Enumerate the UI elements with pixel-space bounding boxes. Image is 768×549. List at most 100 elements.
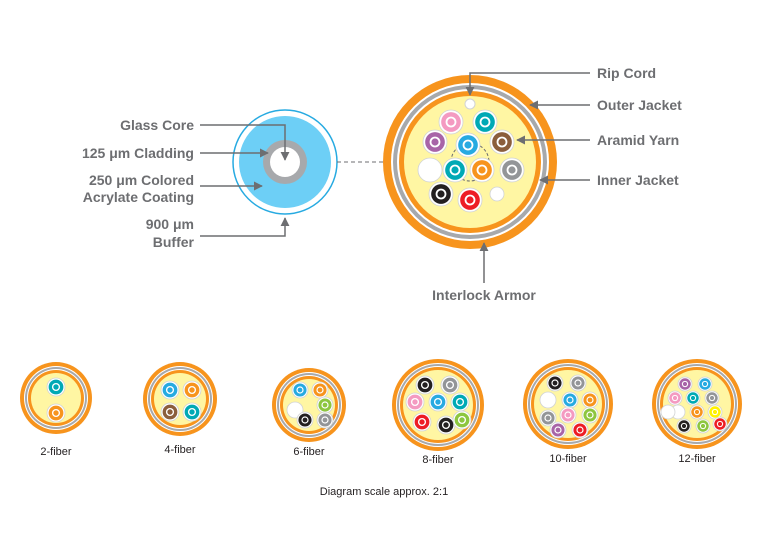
variant-4-fiber-3-core xyxy=(412,399,418,405)
variant-cable-6 xyxy=(652,359,742,449)
main-fiber-1-core xyxy=(447,118,455,126)
label-cladding: 125 μm Cladding xyxy=(82,145,194,161)
variant-label-2-fiber: 2-fiber xyxy=(40,446,72,458)
variant-5-fiber-1-core xyxy=(552,380,558,386)
variant-3-fiber-2 xyxy=(311,381,329,399)
variant-label-12-fiber: 12-fiber xyxy=(678,453,716,465)
variant-3-fiber-6 xyxy=(316,411,334,429)
variant-3-fiber-6-core xyxy=(322,417,328,423)
main-fiber-7 xyxy=(442,157,468,183)
main-fiber-9-core xyxy=(508,166,516,174)
variant-1-fiber-1 xyxy=(46,377,66,397)
variant-6-fiber-12-core xyxy=(665,409,671,415)
variant-6-fiber-6-core xyxy=(675,409,681,415)
variant-5-fiber-5-core xyxy=(587,397,593,403)
variant-4-fiber-8 xyxy=(452,410,472,430)
variant-3-fiber-2-core xyxy=(317,387,323,393)
main-fiber-11-core xyxy=(466,196,474,204)
main-fiber-5 xyxy=(489,129,515,155)
variant-6-fiber-1-core xyxy=(682,381,688,387)
main-fiber-2 xyxy=(472,109,498,135)
variant-6-fiber-5-core xyxy=(709,395,715,401)
main-fiber-4-core xyxy=(464,141,472,149)
variant-6-fiber-2-core xyxy=(702,381,708,387)
variant-5-fiber-4-core xyxy=(567,397,573,403)
main-fiber-12-core xyxy=(494,191,500,197)
label-inner-jacket: Inner Jacket xyxy=(597,172,679,188)
variant-1-fiber-1-core xyxy=(53,384,59,390)
variant-5-fiber-8 xyxy=(581,406,599,424)
leader-glass-core xyxy=(200,124,290,161)
variant-2-fiber-2 xyxy=(182,380,202,400)
variant-5-fiber-4 xyxy=(561,391,579,409)
variant-6-fiber-9 xyxy=(676,418,692,434)
variant-6-fiber-12 xyxy=(660,404,676,420)
variant-2-fiber-4 xyxy=(182,402,202,422)
variant-6-fiber-8 xyxy=(707,404,723,420)
variant-4-fiber-6 xyxy=(412,412,432,432)
variant-5-fiber-10-core xyxy=(577,427,583,433)
variant-3-fiber-4 xyxy=(316,396,334,414)
variant-5-fiber-7-core xyxy=(565,412,571,418)
main-fiber-10 xyxy=(428,181,454,207)
variant-4-fiber-2 xyxy=(440,375,460,395)
variant-6-fiber-7-core xyxy=(694,409,700,415)
variant-5-fiber-5 xyxy=(581,391,599,409)
label-coating-line1: 250 μm Colored xyxy=(89,172,194,188)
variant-3-fiber-4-core xyxy=(322,402,328,408)
variant-5-fiber-2 xyxy=(569,374,587,392)
main-fiber-4 xyxy=(455,132,481,158)
main-fiber-5-core xyxy=(498,138,506,146)
variant-5-fiber-6 xyxy=(539,409,557,427)
variant-5-fiber-3 xyxy=(539,391,557,409)
variant-label-10-fiber: 10-fiber xyxy=(549,453,587,465)
label-aramid-yarn: Aramid Yarn xyxy=(597,132,679,148)
leader-buffer xyxy=(200,217,290,237)
variant-cable-1 xyxy=(20,362,92,434)
variant-5-fiber-8-core xyxy=(587,412,593,418)
variant-4-fiber-1-core xyxy=(422,382,428,388)
main-fiber-11 xyxy=(457,187,483,213)
variant-6-fiber-7 xyxy=(689,404,705,420)
main-cable-cross-section xyxy=(383,75,557,249)
variant-6-fiber-10-core xyxy=(700,423,706,429)
variant-label-6-fiber: 6-fiber xyxy=(293,446,325,458)
main-fiber-10-core xyxy=(437,190,445,198)
variant-cable-3 xyxy=(272,368,346,442)
label-interlock-armor: Interlock Armor xyxy=(432,287,536,303)
variant-3-fiber-3-core xyxy=(292,407,298,413)
variant-3-fiber-5 xyxy=(296,411,314,429)
cladding-layer xyxy=(270,147,300,177)
variant-label-4-fiber: 4-fiber xyxy=(164,444,196,456)
variant-6-fiber-5 xyxy=(704,390,720,406)
variant-4-fiber-7-core xyxy=(443,422,449,428)
main-fiber-8-core xyxy=(478,166,486,174)
leader-rip-cord xyxy=(465,72,590,96)
cable-variants-row xyxy=(20,359,742,451)
variant-4-fiber-1 xyxy=(415,375,435,395)
variant-cable-4 xyxy=(392,359,484,451)
variant-5-fiber-1 xyxy=(546,374,564,392)
main-fiber-3-core xyxy=(431,138,439,146)
variant-4-fiber-3 xyxy=(405,392,425,412)
main-fiber-7-core xyxy=(451,166,459,174)
variant-3-fiber-1-core xyxy=(297,387,303,393)
variant-6-fiber-10 xyxy=(695,418,711,434)
variant-4-fiber-5-core xyxy=(457,399,463,405)
main-fiber-2-core xyxy=(481,118,489,126)
variant-6-fiber-4 xyxy=(685,390,701,406)
variant-5-fiber-9-core xyxy=(555,427,561,433)
variant-6-fiber-1 xyxy=(677,376,693,392)
variant-5-fiber-7 xyxy=(559,406,577,424)
label-buffer-line2: Buffer xyxy=(153,234,195,250)
variant-3-fiber-3 xyxy=(286,401,304,419)
variant-2-fiber-3 xyxy=(160,402,180,422)
variant-2-fiber-4-core xyxy=(189,409,195,415)
variant-6-fiber-3-core xyxy=(672,395,678,401)
left-leader-lines xyxy=(200,124,290,237)
variant-6-fiber-8-core xyxy=(712,409,718,415)
variant-2-fiber-3-core xyxy=(167,409,173,415)
variant-3-fiber-1 xyxy=(291,381,309,399)
variant-5-fiber-3-core xyxy=(545,397,551,403)
